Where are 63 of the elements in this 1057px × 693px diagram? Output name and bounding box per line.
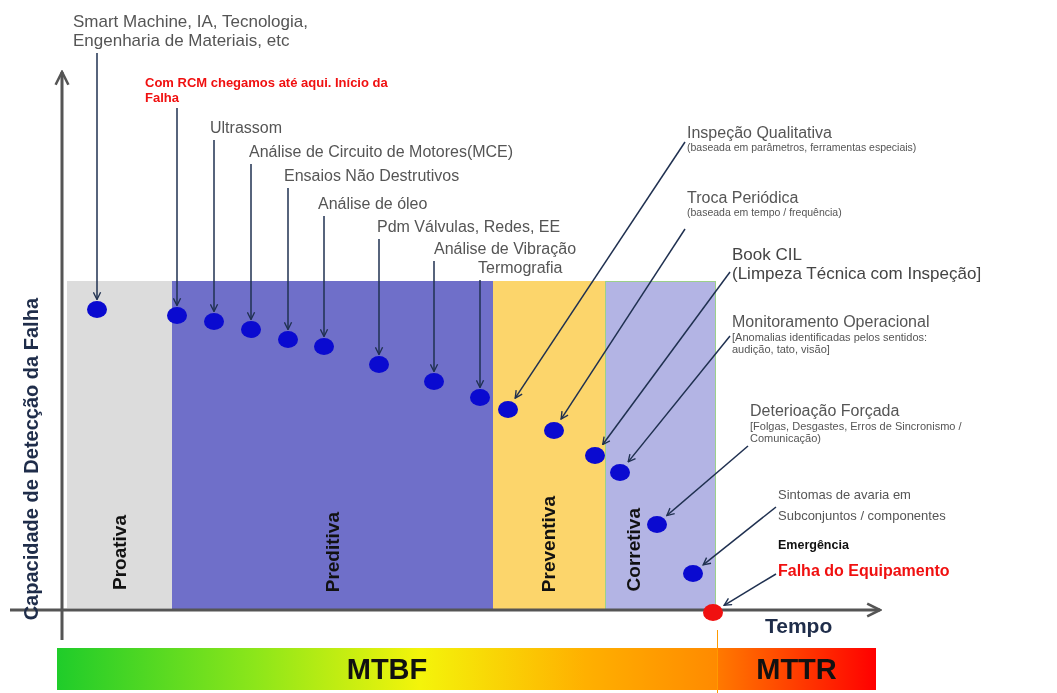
data-point-dot [314,337,334,355]
callout-text: Sintomas de avaria em Subconjuntos / componentes [778,485,983,527]
leader-arrow [560,228,686,420]
callout-text: Análise de Vibração [434,240,577,258]
callout-detail: (Limpeza Técnica com Inspeção] [732,264,982,284]
leader-arrow [666,445,749,517]
callout-text: Falha do Equipamento [778,562,950,580]
timeline-bar: MTBF [57,648,717,690]
data-point-dot [241,320,261,338]
data-point-dot [369,355,389,373]
callout-title: Deterioação Forçada [750,402,901,420]
band-label: Proativa [108,515,131,590]
callout-detail: [Folgas, Desgastes, Erros de Sincronismo / Comunicação) [750,419,963,445]
data-point-dot [683,564,703,582]
callout-title: Inspeção Qualitativa [687,124,833,142]
data-point-dot [610,463,630,481]
strategy-band [493,281,605,610]
data-point-dot [87,300,107,318]
leader-arrow [319,215,329,338]
band-label: Preventiva [538,495,560,592]
band-label: Preditiva [321,511,344,592]
data-point-dot [647,515,667,533]
data-point-dot [498,400,518,418]
leader-arrow [209,139,219,313]
callout-text: Com RCM chegamos até aqui. Início da Falha [145,76,410,106]
data-point-dot [424,372,444,390]
leader-arrow [283,187,293,331]
callout-title: Troca Periódica [687,189,800,207]
strategy-band [67,281,172,608]
leader-arrow [172,107,182,307]
callout-text: Smart Machine, IA, Tecnologia, Engenharia de Materiais, etc [73,12,373,51]
leader-arrow [246,163,256,321]
timeline-bar: MTTR [717,648,876,690]
axis-title: Tempo [765,614,833,638]
callout-text: Ultrassom [210,119,282,137]
leader-arrow [429,260,439,373]
data-point-dot [544,421,564,439]
leader-arrow [374,238,384,356]
leader-arrow [92,52,102,301]
leader-arrow [723,573,777,607]
callout-text: Termografia [478,259,563,277]
data-point-dot [470,388,490,406]
callout-detail: [Anomalias identificadas pelos sentidos: audição, tato, visão] [732,330,929,356]
callout-title: Monitoramento Operacional [732,313,931,331]
callout-text: Análise de óleo [318,195,428,213]
callout-detail: (baseada em tempo / frequência) [687,206,842,219]
callout-detail: (baseada em parâmetros, ferramentas especiais) [687,141,917,154]
leader-arrow [475,279,485,389]
leader-arrow [514,141,686,399]
callout-text: Pdm Válvulas, Redes, EE [377,218,561,236]
band-label: Corretiva [623,507,646,591]
leader-arrow [627,335,731,463]
status-text: Emergência [778,538,849,552]
data-point-dot [278,330,298,348]
axis-title: Capacidade de Detecção da Falha [20,297,43,620]
leader-arrow [601,271,731,446]
callout-text: Ensaios Não Destrutivos [284,167,460,185]
strategy-band [605,281,716,610]
data-point-dot [585,446,605,464]
callout-text: Análise de Circuito de Motores(MCE) [249,143,514,161]
leader-arrow [702,506,777,566]
data-point-dot [204,312,224,330]
callout-title: Book CIL [732,245,803,265]
